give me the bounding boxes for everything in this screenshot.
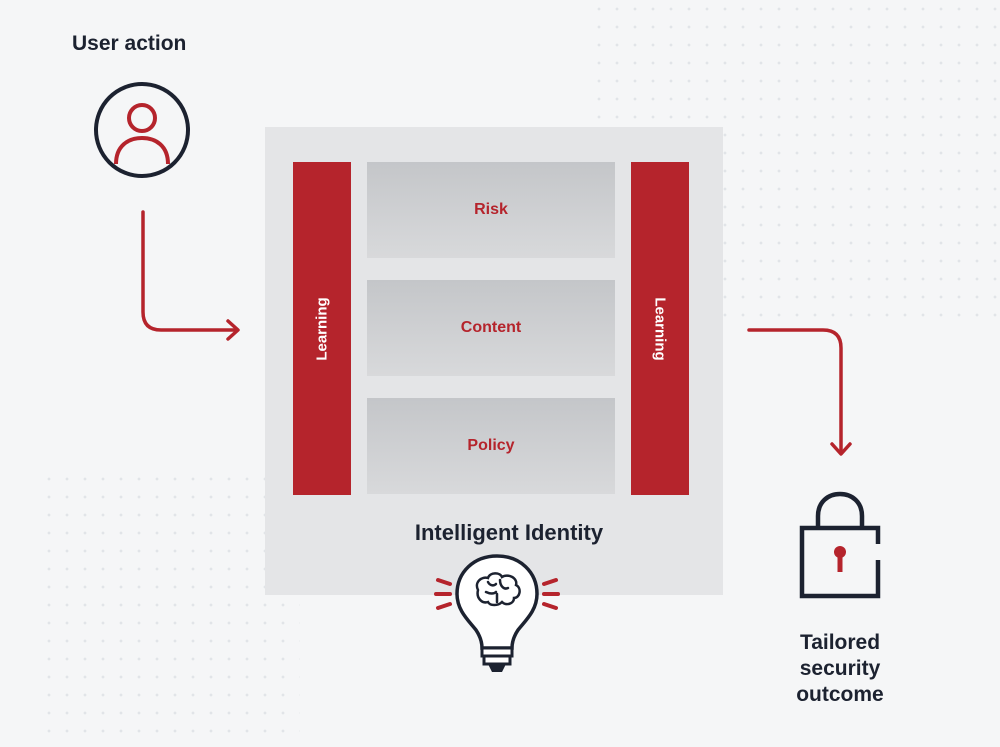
layer-risk: Risk [367,162,615,258]
outcome-line-1: Tailored [799,631,881,654]
user-action-label: User action [72,32,187,55]
user-icon [94,82,190,178]
panel-title: Intelligent Identity [414,520,604,545]
learning-label-left: Learning [313,296,331,361]
learning-label-right: Learning [651,296,669,361]
outcome-label: Tailored security outcome [770,630,910,708]
outcome-line-2: security [799,657,881,680]
layer-content: Content [367,280,615,376]
outcome-line-3: outcome [796,683,884,706]
layer-label-risk: Risk [474,201,508,218]
learning-bar-right: Learning [631,162,689,495]
dot-pattern-bottom-left [40,470,300,747]
layer-label-policy: Policy [467,437,515,454]
layer-policy: Policy [367,398,615,494]
brain-lightbulb-icon [434,554,560,672]
padlock-icon [799,491,881,599]
learning-bar-left: Learning [293,162,351,495]
layer-label-content: Content [460,319,522,336]
